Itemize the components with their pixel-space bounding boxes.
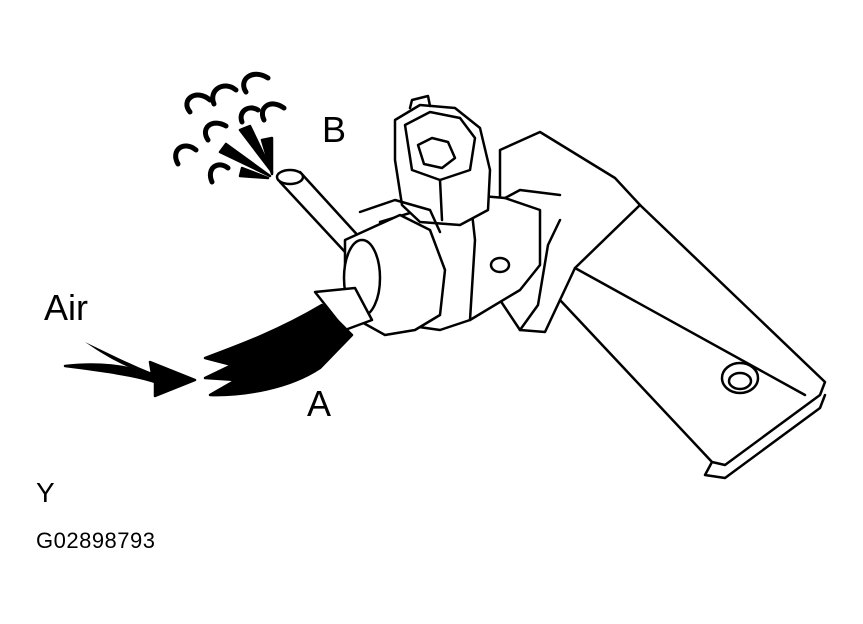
figure-code: G02898793 [36, 528, 156, 553]
mounting-bracket [498, 130, 827, 480]
air-flow-arrow [63, 360, 197, 398]
air-label: Air [44, 287, 88, 328]
black-hose [203, 303, 354, 397]
solenoid-cap [342, 198, 447, 337]
corner-mark: Y [36, 477, 55, 508]
air-spray [218, 124, 274, 180]
port-a-label: A [307, 383, 332, 424]
puff-clouds [173, 71, 287, 185]
outlet-tube [275, 168, 364, 254]
port-b-label: B [322, 109, 347, 150]
electrical-connector [393, 94, 492, 227]
